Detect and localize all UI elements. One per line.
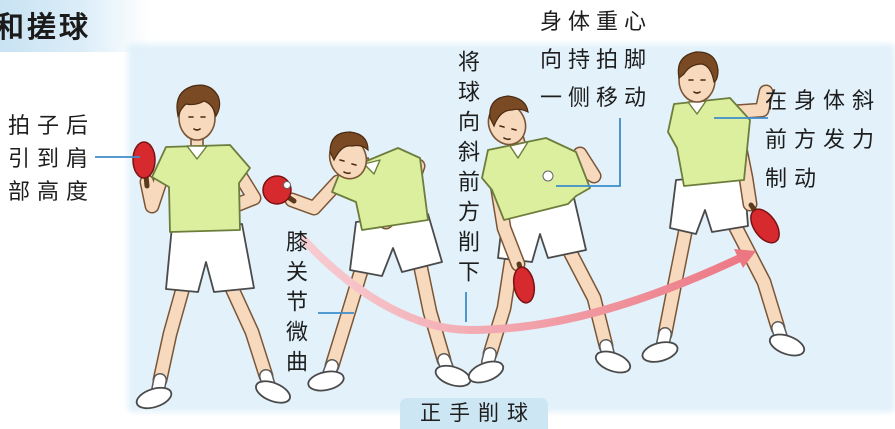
player-figure-4 (641, 51, 806, 363)
label-line: 拍子后 (8, 114, 96, 139)
player-figure-1 (132, 84, 291, 410)
shorts (165, 223, 255, 293)
label-line: 前方发力 (765, 128, 882, 153)
figure-caption: 正手削球 (400, 398, 548, 429)
ball (542, 170, 554, 182)
paddle (132, 141, 156, 179)
face (188, 116, 206, 131)
label-line: 引到肩 (8, 147, 96, 172)
racket-arm (286, 176, 344, 214)
swing-path-curve (300, 236, 744, 335)
collar (186, 145, 208, 160)
leg (224, 278, 272, 382)
shirt (481, 137, 591, 221)
label-line: 一侧移动 (540, 86, 653, 111)
paddle (262, 175, 292, 205)
shoe (255, 380, 291, 404)
hair (677, 51, 719, 83)
leg (728, 218, 784, 334)
title-band (0, 0, 150, 52)
shoe (768, 333, 806, 357)
leg (154, 278, 190, 386)
hair (489, 95, 529, 128)
label-line: 身体重心 (540, 10, 653, 35)
shirt (667, 97, 751, 187)
leg (414, 258, 450, 366)
shoe (641, 341, 679, 363)
label-knee-bend: 膝关节微曲 (282, 230, 307, 380)
section-title: 和搓球 (0, 10, 92, 44)
label-line: 向持拍脚 (540, 48, 653, 73)
label-chop-down: 将球向斜前方削下 (454, 50, 479, 290)
hair (176, 84, 221, 119)
face (339, 159, 357, 175)
player-figure-3 (467, 95, 632, 384)
hair (329, 131, 369, 162)
leader-lines (95, 117, 768, 322)
paddle (750, 208, 780, 244)
shoe (135, 386, 173, 410)
label-line: 部高度 (8, 180, 96, 205)
sock (482, 348, 496, 368)
leader-line-weight-shift (556, 118, 621, 187)
label-weight-shift: 身体重心 向持拍脚 一侧移动 (540, 4, 652, 118)
collar (509, 141, 529, 159)
face (688, 79, 706, 94)
paddle (512, 266, 536, 304)
label-racket-back: 拍子后 引到肩 部高度 (8, 110, 95, 209)
ball (283, 181, 291, 189)
label-line: 在身体斜 (765, 89, 882, 114)
leg (562, 242, 612, 352)
face (499, 125, 517, 141)
leg (484, 250, 518, 360)
shoe (434, 364, 472, 388)
shoe (594, 350, 632, 374)
swing-path-arrowhead (734, 249, 756, 268)
shoe (307, 370, 345, 392)
player-figure-2 (262, 131, 472, 392)
shoe (467, 360, 505, 384)
shorts (349, 213, 443, 277)
swing-path-arrow (300, 236, 756, 335)
arm (228, 166, 260, 212)
label-line: 制动 (765, 167, 824, 192)
label-brake: 在身体斜 前方发力 制动 (765, 82, 881, 199)
collar (363, 159, 381, 175)
shirt (151, 144, 251, 233)
